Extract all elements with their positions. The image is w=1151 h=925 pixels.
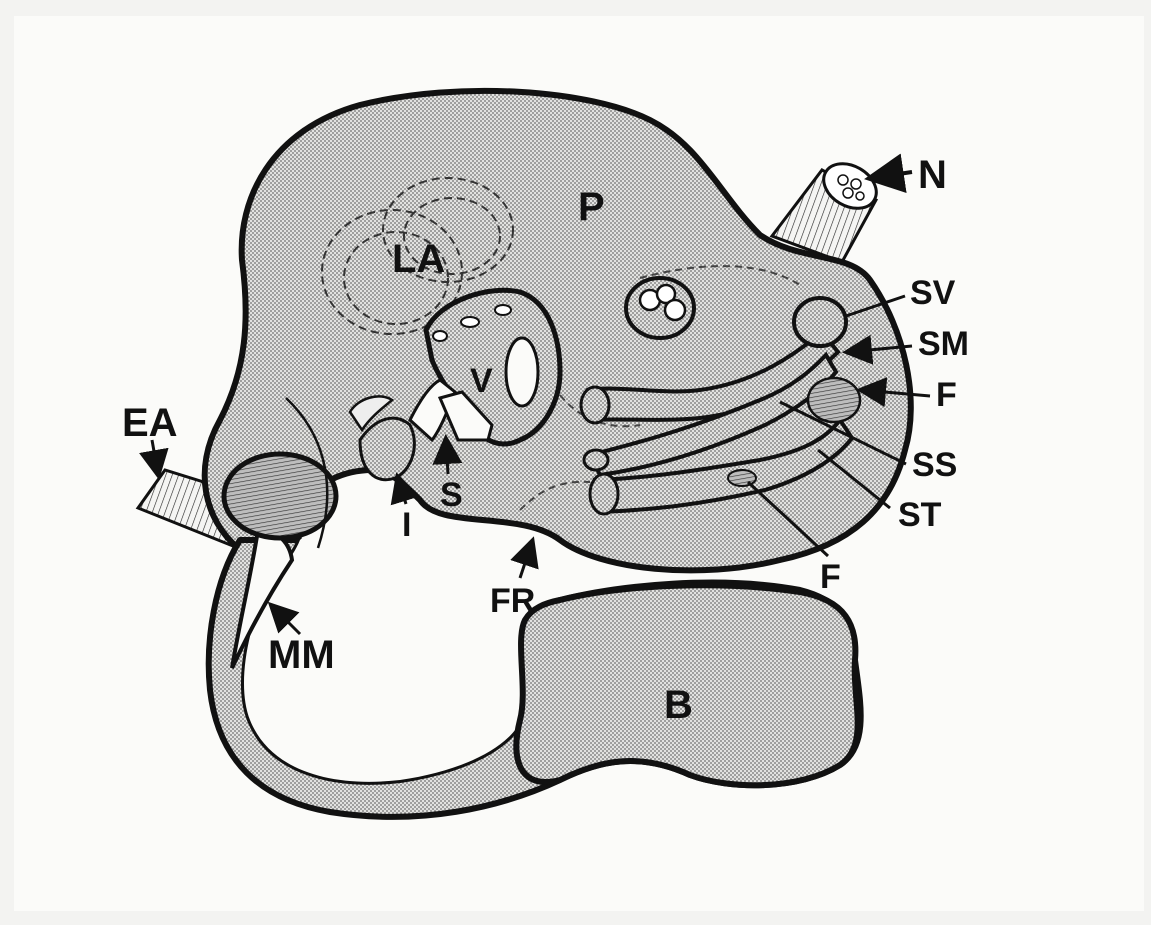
label-la: LA	[392, 237, 445, 281]
arrow-s	[446, 440, 448, 474]
label-b: B	[664, 683, 693, 727]
label-n: N	[918, 153, 947, 197]
label-i: I	[402, 506, 411, 544]
label-f-upper: F	[936, 376, 957, 414]
round-window	[626, 278, 694, 338]
label-f-lower: F	[820, 558, 841, 596]
label-sv: SV	[910, 274, 956, 312]
label-ea: EA	[122, 401, 178, 445]
label-s: S	[440, 476, 463, 514]
label-ss: SS	[912, 446, 957, 484]
label-v: V	[470, 362, 493, 400]
label-p: P	[578, 185, 605, 229]
label-fr: FR	[490, 582, 535, 620]
label-st: ST	[898, 496, 942, 534]
label-sm: SM	[918, 325, 969, 363]
label-mm: MM	[268, 633, 335, 677]
